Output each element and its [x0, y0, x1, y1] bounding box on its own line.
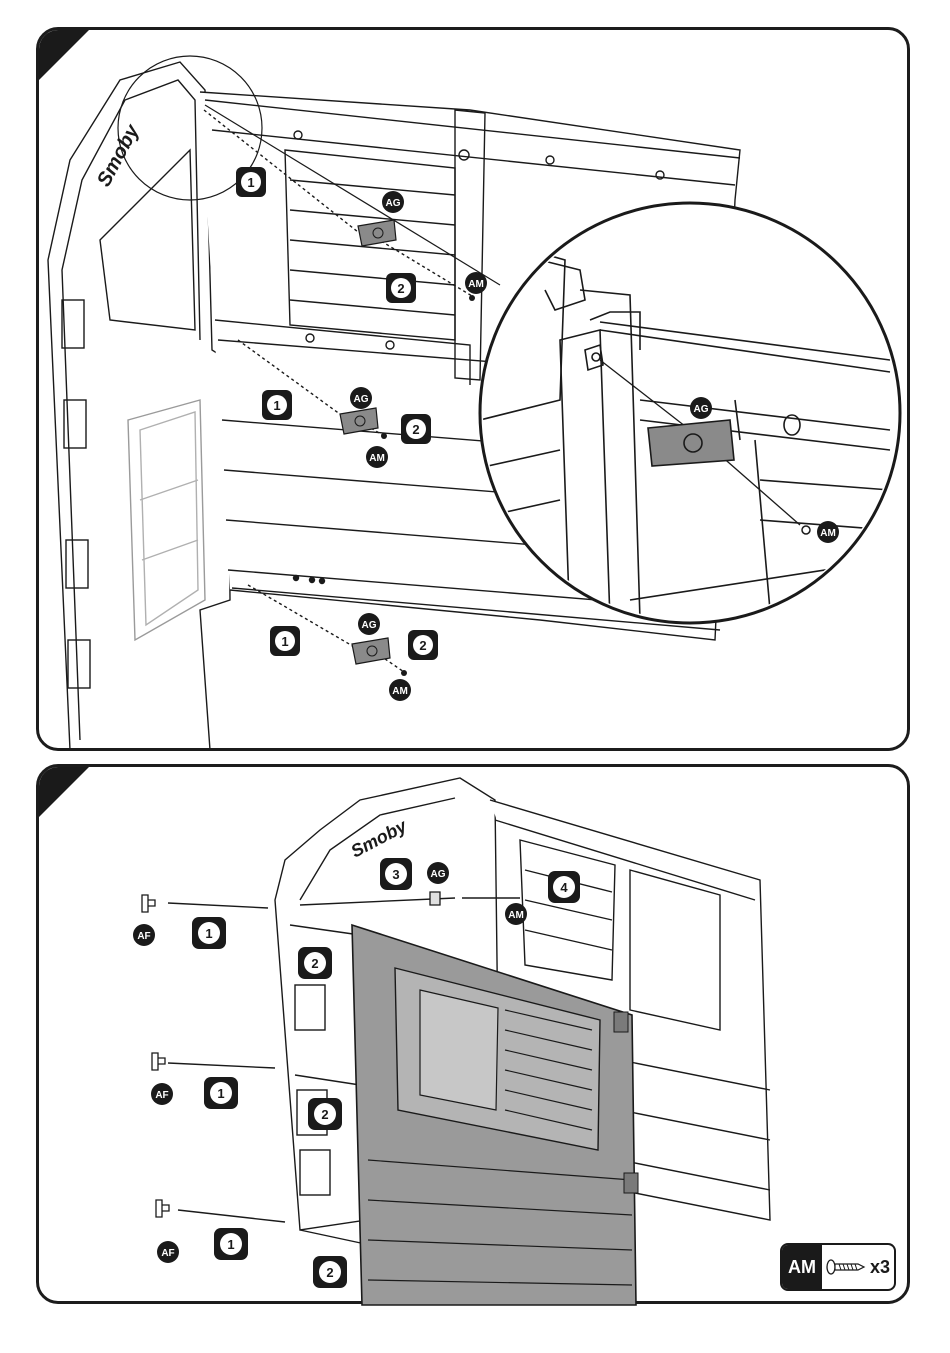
svg-text:AM: AM [369, 453, 385, 464]
callout-step-2: 2 [408, 630, 438, 660]
svg-text:AF: AF [137, 931, 150, 942]
callout-step-1: 1 [192, 917, 226, 949]
callout-step-2: 2 [401, 414, 431, 444]
svg-text:1: 1 [217, 1086, 224, 1101]
part-badge-am: AM [505, 903, 527, 925]
svg-text:AG: AG [694, 404, 709, 415]
svg-text:AM: AM [392, 686, 408, 697]
svg-text:2: 2 [397, 281, 404, 296]
svg-text:2: 2 [412, 422, 419, 437]
svg-text:1: 1 [273, 398, 280, 413]
callout-step-2: 2 [313, 1256, 347, 1288]
part-badge-am: AM [366, 446, 388, 468]
svg-text:2: 2 [326, 1265, 333, 1280]
svg-text:AM: AM [508, 910, 524, 921]
svg-text:4: 4 [560, 880, 568, 895]
part-badge-ag: AG [350, 387, 372, 409]
part-badge-ag: AG [382, 191, 404, 213]
callout-step-2: 2 [298, 947, 332, 979]
part-badge-ag: AG [427, 862, 449, 884]
svg-text:AG: AG [386, 198, 401, 209]
svg-text:AF: AF [155, 1090, 168, 1101]
callout-step-1: 1 [236, 167, 266, 197]
part-badge-af: AF [133, 924, 155, 946]
callout-step-4: 4 [548, 871, 580, 903]
am-screw-detail [802, 526, 810, 534]
part-badge-am: AM [389, 679, 411, 701]
part-badge-ag: AG [690, 397, 712, 419]
svg-text:2: 2 [321, 1107, 328, 1122]
detail-zoom-circle [480, 203, 900, 623]
parts-legend-box: AM x3 [780, 1243, 896, 1291]
svg-text:AG: AG [354, 394, 369, 405]
callout-step-1: 1 [270, 626, 300, 656]
svg-text:1: 1 [247, 175, 254, 190]
part-badge-am: AM [817, 521, 839, 543]
screw-icon [826, 1257, 866, 1277]
callout-step-2: 2 [386, 273, 416, 303]
svg-text:AG: AG [362, 620, 377, 631]
ag-clip-detail [648, 420, 734, 466]
svg-text:AM: AM [820, 528, 836, 539]
part-badge-af: AF [157, 1241, 179, 1263]
legend-part-code: AM [782, 1245, 822, 1289]
callout-step-1: 1 [204, 1077, 238, 1109]
callout-step-2: 2 [308, 1098, 342, 1130]
part-badge-ag: AG [358, 613, 380, 635]
legend-quantity: x3 [870, 1257, 890, 1278]
svg-text:AF: AF [161, 1248, 174, 1259]
callout-step-3: 3 [380, 858, 412, 890]
svg-text:1: 1 [205, 926, 212, 941]
svg-text:AG: AG [431, 869, 446, 880]
part-badge-af: AF [151, 1083, 173, 1105]
svg-text:3: 3 [392, 867, 399, 882]
svg-text:AM: AM [468, 279, 484, 290]
part-badge-am: AM [465, 272, 487, 294]
svg-text:1: 1 [281, 634, 288, 649]
callout-step-1: 1 [262, 390, 292, 420]
svg-text:2: 2 [311, 956, 318, 971]
svg-text:2: 2 [419, 638, 426, 653]
svg-text:1: 1 [227, 1237, 234, 1252]
callout-step-1: 1 [214, 1228, 248, 1260]
